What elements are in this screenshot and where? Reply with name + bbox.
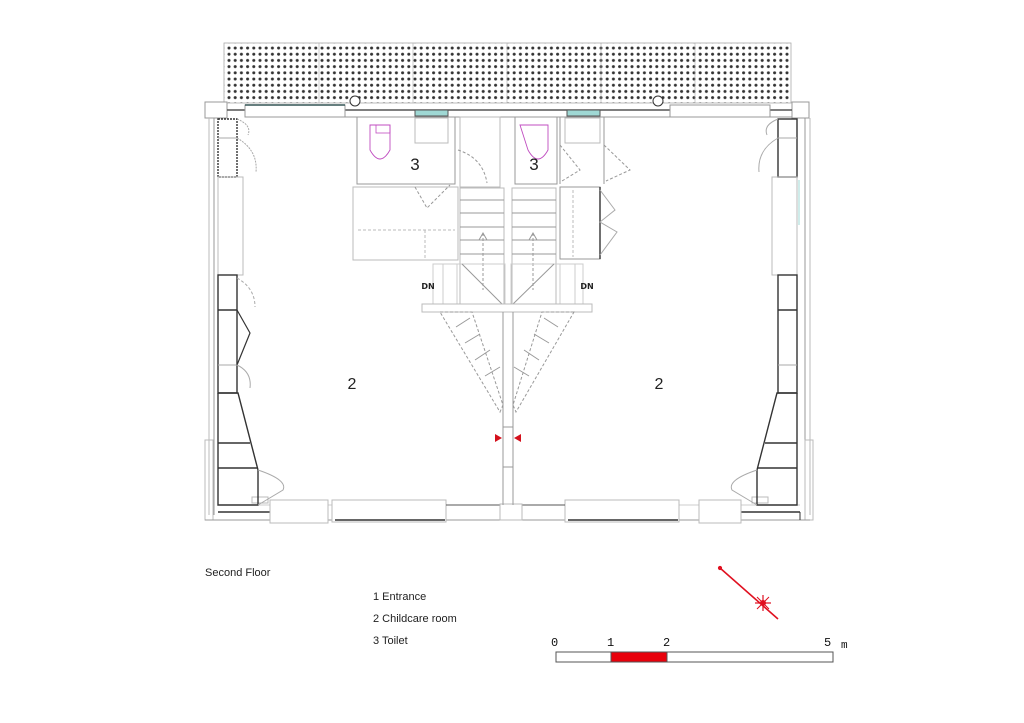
left-wall-storage xyxy=(217,118,285,506)
perforated-balcony-screen xyxy=(223,42,792,107)
scale-tick-2: 2 xyxy=(663,636,671,650)
scale-tick-1: 1 xyxy=(607,636,615,650)
scale-bar xyxy=(555,651,834,663)
legend-item-entrance: 1 Entrance xyxy=(373,591,427,603)
scale-tick-0: 0 xyxy=(551,636,559,650)
room-label-toilet-left: 3 xyxy=(410,155,419,174)
room-legend: 1 Entrance 2 Childcare room 3 Toilet xyxy=(373,586,457,652)
stair-down-label-right: DN xyxy=(580,282,593,291)
legend-item-childcare: 2 Childcare room xyxy=(373,613,457,625)
room-label-childcare-left: 2 xyxy=(348,376,357,393)
right-wall-storage xyxy=(730,118,800,506)
section-marker-icon xyxy=(514,434,521,442)
scale-unit: m xyxy=(841,640,848,652)
drain-pipe-icon xyxy=(349,95,361,107)
floor-title: Second Floor xyxy=(205,567,271,579)
central-core xyxy=(352,109,631,505)
scale-tick-5: 5 xyxy=(824,636,832,650)
drain-pipe-icon xyxy=(652,95,664,107)
toilet-fixture-icon xyxy=(519,124,549,160)
north-arrow-icon xyxy=(717,565,779,620)
legend-item-toilet: 3 Toilet xyxy=(373,635,408,647)
room-label-toilet-right: 3 xyxy=(529,155,538,174)
stair-down-label-left: DN xyxy=(421,282,434,291)
toilet-fixture-icon xyxy=(369,124,391,160)
section-marker-icon xyxy=(495,434,502,442)
room-label-childcare-right: 2 xyxy=(655,376,664,393)
